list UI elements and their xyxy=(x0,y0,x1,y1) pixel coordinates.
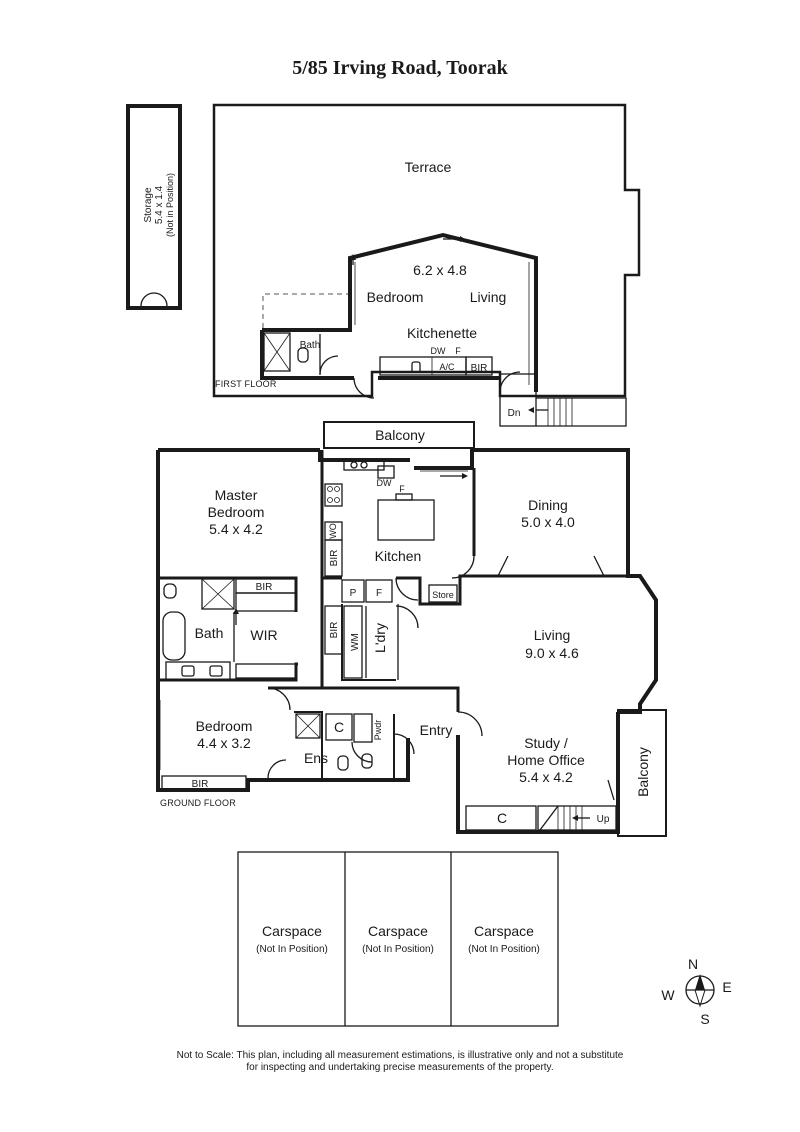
storage-unit: Storage 5.4 x 1.4 (Not in Position) xyxy=(126,104,182,310)
compass: N E S W xyxy=(661,956,731,1027)
wm-label: WM xyxy=(350,633,361,651)
living-dims: 9.0 x 4.6 xyxy=(525,645,579,661)
study-dims: 5.4 x 4.2 xyxy=(519,769,573,785)
master-name-1: Master xyxy=(215,487,258,503)
dining-dims: 5.0 x 4.0 xyxy=(521,514,575,530)
top-balcony-label: Balcony xyxy=(375,427,425,443)
terrace-label: Terrace xyxy=(405,159,452,175)
laundry-bir-label: BIR xyxy=(329,622,340,639)
first-bath-label: Bath xyxy=(300,340,321,351)
living-label: Living xyxy=(534,627,571,643)
bedroom-dims: 4.4 x 3.2 xyxy=(197,735,251,751)
laundry-label: L'dry xyxy=(372,623,388,653)
store-label: Store xyxy=(432,590,454,600)
first-ac-label: A/C xyxy=(439,362,455,372)
first-floor-label: FIRST FLOOR xyxy=(215,379,277,389)
pwdr-label: Pwdr xyxy=(373,720,383,741)
ground-outer-walls xyxy=(156,448,658,834)
side-balcony xyxy=(617,709,667,837)
kitchen-f-label: F xyxy=(399,484,405,494)
compass-west: W xyxy=(661,987,675,1003)
study-name-2: Home Office xyxy=(507,752,585,768)
first-dn-label: Dn xyxy=(508,408,521,419)
kitchen-wo-label: WO xyxy=(328,523,338,539)
first-dw-label: DW xyxy=(431,346,446,356)
study-name-1: Study / xyxy=(524,735,568,751)
disclaimer-line-1: Not to Scale: This plan, including all m… xyxy=(177,1050,624,1061)
storage-dims: 5.4 x 1.4 xyxy=(154,185,165,224)
first-bedroom-label: Bedroom xyxy=(367,289,424,305)
first-living-label: Living xyxy=(470,289,507,305)
pantry-label: P xyxy=(350,588,357,599)
carspace-2-note: (Not In Position) xyxy=(362,944,434,955)
ensuite-label: Ens xyxy=(304,750,328,766)
master-bir-label: BIR xyxy=(256,582,273,593)
bedroom-label: Bedroom xyxy=(196,718,253,734)
top-balcony xyxy=(323,421,475,449)
disclaimer-line-2: for inspecting and undertaking precise m… xyxy=(246,1062,553,1073)
kitchen-island xyxy=(377,499,435,541)
first-bir-label: BIR xyxy=(471,363,488,374)
study-closet-label: C xyxy=(497,810,507,826)
terrace-outline xyxy=(212,103,641,398)
study-up-label: Up xyxy=(597,814,610,825)
storage-note: (Not in Position) xyxy=(165,173,175,237)
carspace-3-note: (Not In Position) xyxy=(468,944,540,955)
fridge-label: F xyxy=(376,588,382,599)
kitchen-dw-label: DW xyxy=(377,478,392,488)
ground-floor: Balcony Balcony DW F xyxy=(156,421,667,837)
carspaces: Carspace (Not In Position) Carspace (Not… xyxy=(237,851,559,1027)
first-floor-dims: 6.2 x 4.8 xyxy=(413,262,467,278)
storage-label: Storage xyxy=(143,187,154,222)
first-f-label: F xyxy=(455,346,461,356)
first-floor: Storage 5.4 x 1.4 (Not in Position) Terr… xyxy=(126,103,641,427)
compass-north: N xyxy=(688,956,698,972)
kitchen-label: Kitchen xyxy=(375,548,422,564)
kitchenette-label: Kitchenette xyxy=(407,325,477,341)
kitchen-bir-label: BIR xyxy=(329,550,340,567)
carspace-2-label: Carspace xyxy=(368,923,428,939)
entry-label: Entry xyxy=(420,722,453,738)
bedroom-bir-label: BIR xyxy=(192,779,209,790)
wir-label: WIR xyxy=(250,627,277,643)
side-balcony-label: Balcony xyxy=(635,747,651,797)
dining-label: Dining xyxy=(528,497,568,513)
carspace-1-label: Carspace xyxy=(262,923,322,939)
carspace-1-note: (Not In Position) xyxy=(256,944,328,955)
master-bath-label: Bath xyxy=(195,625,224,641)
carspace-3-label: Carspace xyxy=(474,923,534,939)
plan-title: 5/85 Irving Road, Toorak xyxy=(292,57,508,79)
first-floor-unit xyxy=(262,232,538,392)
master-name-2: Bedroom xyxy=(208,504,265,520)
compass-south: S xyxy=(700,1011,709,1027)
ground-floor-label: GROUND FLOOR xyxy=(160,798,236,808)
closet-label: C xyxy=(334,719,344,735)
compass-east: E xyxy=(722,979,731,995)
master-dims: 5.4 x 4.2 xyxy=(209,521,263,537)
